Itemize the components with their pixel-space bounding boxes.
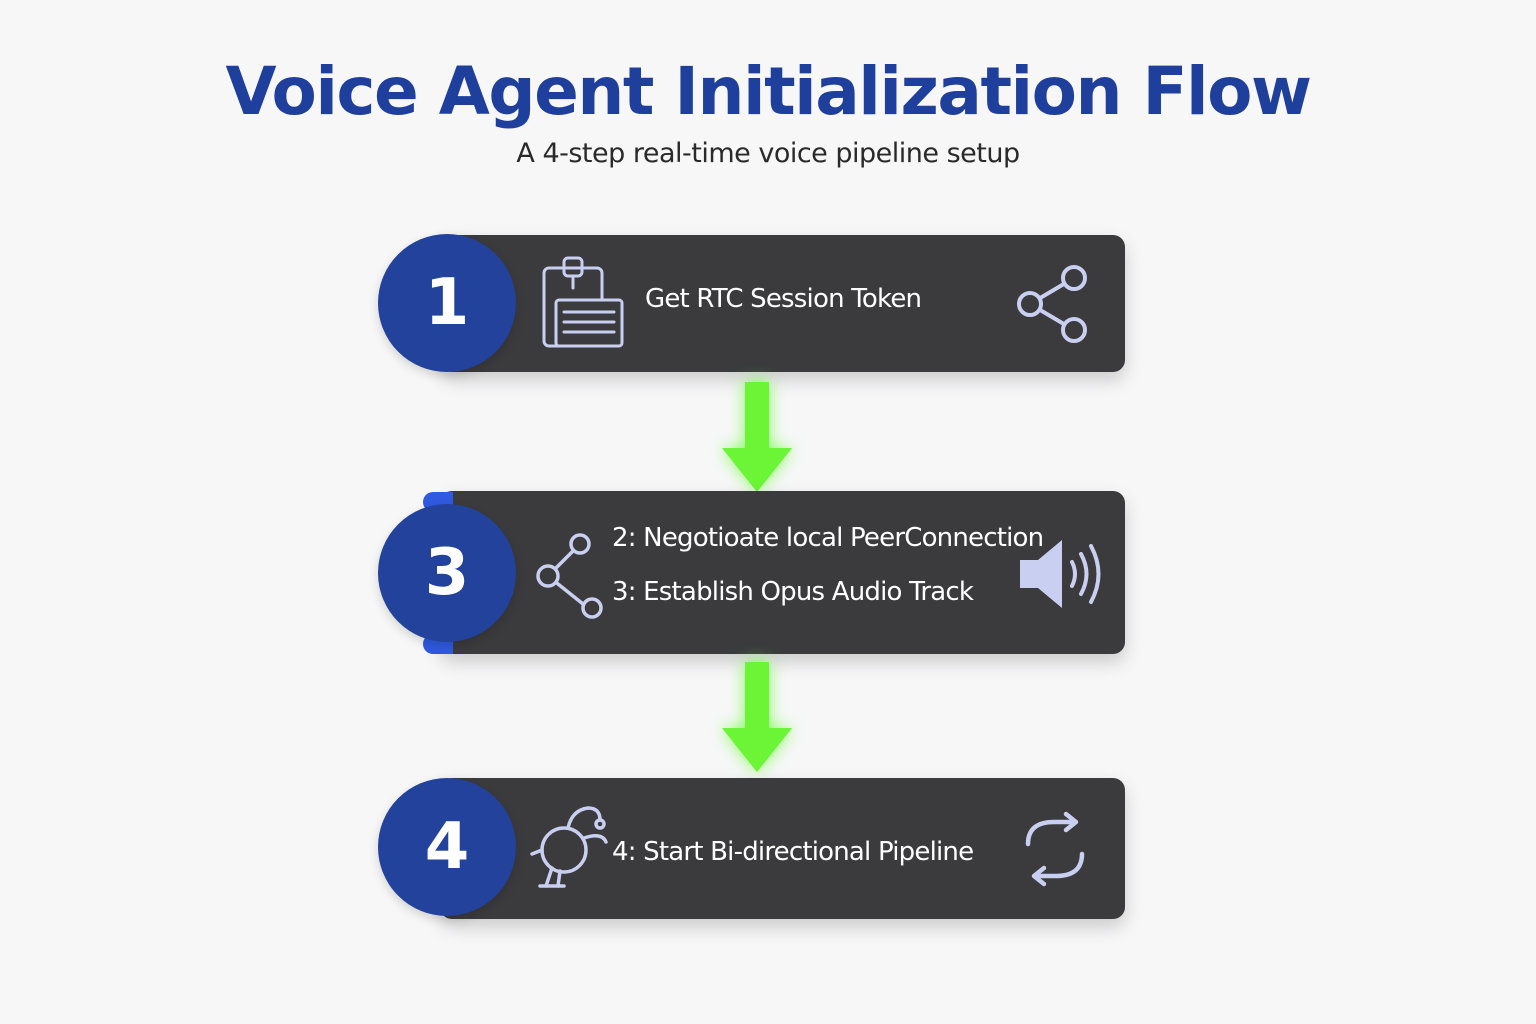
pipeline-robot-icon <box>530 806 608 888</box>
step-card-1 <box>440 235 1125 372</box>
share-icon <box>1017 265 1087 343</box>
flow-arrow-1 <box>722 382 792 492</box>
speaker-icon <box>1020 540 1101 608</box>
connection-nodes-icon <box>536 533 603 619</box>
step-3-label: 3: Establish Opus Audio Track <box>612 577 974 607</box>
step-card-3 <box>440 778 1125 919</box>
step-badge-1: 1 <box>378 234 516 372</box>
refresh-cycle-icon <box>1025 811 1085 887</box>
page-subtitle: A 4-step real-time voice pipeline setup <box>516 138 1020 169</box>
clipboard-id-icon <box>542 256 624 348</box>
step-badge-2: 3 <box>378 504 516 642</box>
flow-arrow-2 <box>722 662 792 772</box>
step-4-label: 4: Start Bi-directional Pipeline <box>612 837 974 867</box>
step-1-label: Get RTC Session Token <box>645 284 922 314</box>
page-title: Voice Agent Initialization Flow <box>225 53 1312 130</box>
step-badge-3: 4 <box>378 778 516 916</box>
step-2-label: 2: Negotioate local PeerConnection <box>612 523 1044 553</box>
